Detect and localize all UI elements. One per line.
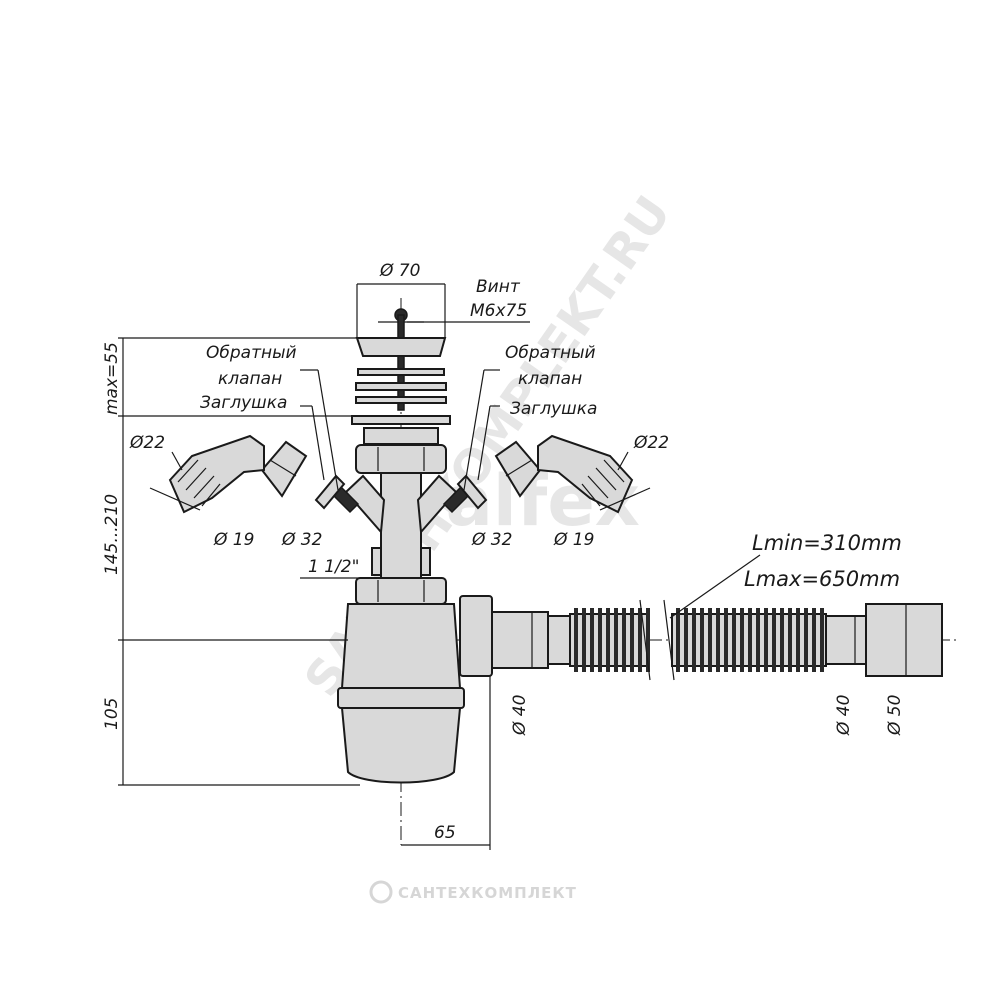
dimension-labels: Ø 70 Винт M6x75 max=55 145...210 105 65 …: [102, 261, 905, 843]
hose-corrugation-right: [671, 608, 827, 672]
w65-label: 65: [434, 823, 456, 843]
top-nut: [355, 444, 447, 474]
left-d32-label: Ø 32: [281, 530, 322, 550]
hose-end-socket: [865, 603, 943, 677]
hose-end-pipe: [825, 615, 867, 665]
lower-nut: [355, 577, 447, 605]
right-valve-label-1: Обратный: [505, 343, 596, 363]
dimension-lines: [118, 283, 907, 850]
vertical-pipe: [380, 472, 422, 579]
d70-label: Ø 70: [379, 261, 420, 281]
strainer-cup: [355, 337, 447, 357]
footer-watermark-text: САНТЕХКОМПЛЕКТ: [398, 884, 577, 902]
h145-210-label: 145...210: [102, 494, 122, 575]
screw-label-line1: Винт: [476, 277, 521, 297]
left-elbow-hose: [168, 434, 265, 514]
left-d22-label: Ø22: [129, 433, 165, 453]
outlet-nut: [459, 595, 493, 677]
siphon-d40-label: Ø 40: [510, 695, 530, 736]
right-d32-label: Ø 32: [471, 530, 512, 550]
bottle-trap: [337, 577, 571, 784]
right-elbow-hose: [537, 434, 634, 514]
right-d22-label: Ø22: [633, 433, 669, 453]
trap-cup: [340, 707, 462, 784]
strainer-assembly: [351, 308, 451, 474]
right-valve-label-2: клапан: [518, 369, 582, 389]
trap-ring: [337, 687, 465, 709]
y-tee-body: [344, 472, 458, 579]
callout-labels: Обратный клапан Заглушка Обратный клапан…: [200, 343, 597, 419]
left-plug-label: Заглушка: [200, 393, 287, 413]
corrugated-hose: [569, 599, 943, 681]
h105-label: 105: [102, 698, 122, 730]
hose-d40-label: Ø 40: [834, 695, 854, 736]
left-inlet-fittings: [168, 434, 360, 514]
outlet-pipe: [491, 611, 549, 669]
left-valve-label-2: клапан: [218, 369, 282, 389]
lmin-label: Lmin=310mm: [752, 531, 902, 555]
lmax-label: Lmax=650mm: [744, 567, 900, 591]
screw-label-line2: M6x75: [470, 301, 527, 321]
d50-label: Ø 50: [885, 695, 905, 736]
drain-body-top: [363, 427, 439, 445]
trap-body: [340, 603, 462, 689]
thread-label: 1 1/2": [308, 557, 359, 577]
right-d19-label: Ø 19: [553, 530, 594, 550]
max55-label: max=55: [102, 342, 122, 415]
footer-watermark: САНТЕХКОМПЛЕКТ: [369, 880, 577, 904]
hose-corrugation-left: [569, 608, 650, 672]
left-valve-label-1: Обратный: [206, 343, 297, 363]
right-plug-label: Заглушка: [510, 399, 597, 419]
left-d19-label: Ø 19: [213, 530, 254, 550]
sink-gasket: [351, 415, 451, 425]
